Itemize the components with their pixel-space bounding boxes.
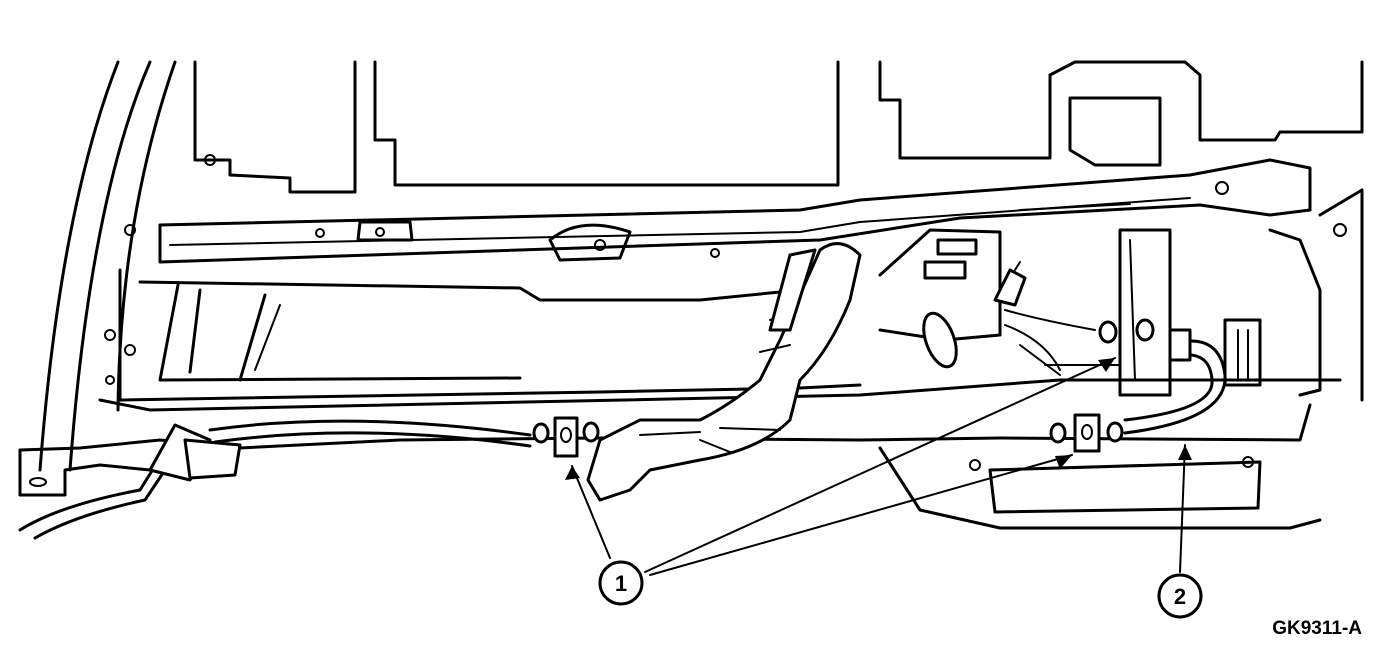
figure-id: GK9311-A — [1272, 618, 1362, 639]
callout-2: 2 — [1157, 573, 1203, 619]
right-side-module — [878, 188, 1364, 402]
retaining-clip-left — [532, 416, 600, 458]
callout-2-label: 2 — [1174, 584, 1186, 609]
lower-rail — [18, 154, 1322, 530]
retaining-clip-lower — [1049, 413, 1124, 453]
left-harness — [18, 419, 532, 540]
callout-1: 1 — [598, 560, 644, 606]
glovebox-frame — [98, 268, 1342, 412]
main-harness-sleeve — [586, 242, 862, 502]
harness-loop-2 — [1123, 328, 1227, 435]
upper-panels — [193, 60, 1364, 194]
callout-1-label: 1 — [615, 571, 627, 596]
cross-car-beam — [158, 158, 1312, 264]
retaining-clip-upper — [1098, 318, 1155, 344]
leader-lines — [565, 357, 1192, 576]
